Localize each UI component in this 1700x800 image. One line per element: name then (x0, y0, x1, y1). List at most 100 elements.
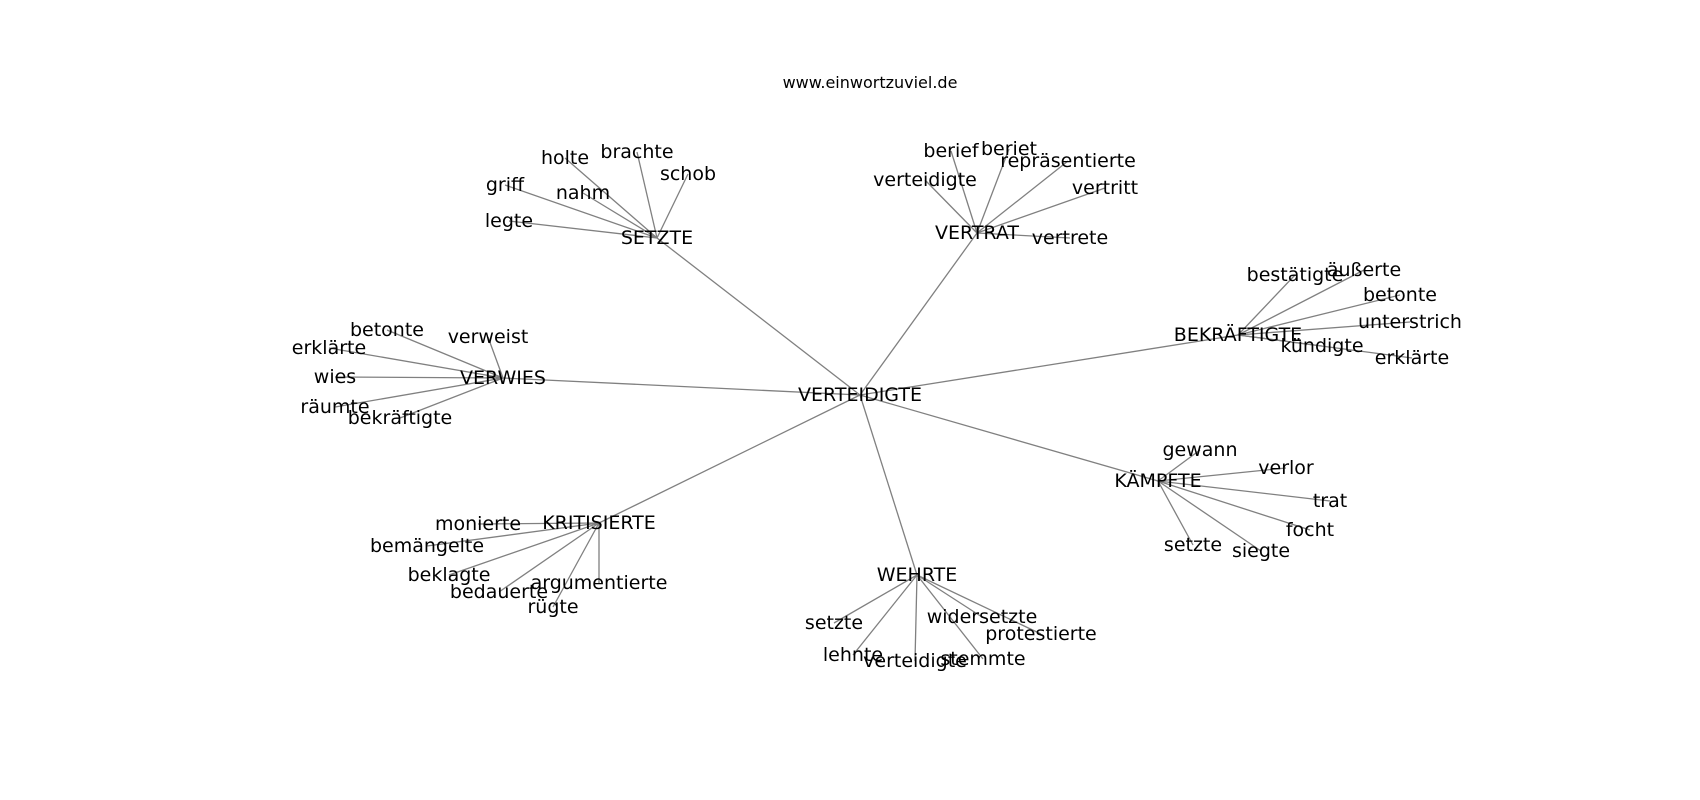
edge-hub-to-leaf (498, 522, 600, 593)
edge-hub-to-leaf (976, 148, 1010, 234)
leaf-node-label: focht (1286, 519, 1334, 541)
edge-hub-to-leaf (916, 574, 984, 660)
leaf-node-label: monierte (435, 513, 521, 535)
edge-hub-to-leaf (504, 184, 658, 239)
edge-hub-to-leaf (916, 574, 983, 618)
edge-hub-to-leaf (636, 151, 658, 239)
leaf-node-label: argumentierte (531, 572, 668, 594)
leaf-node-label: vertritt (1072, 177, 1138, 199)
leaf-node-label: repräsentierte (1000, 150, 1136, 172)
leaf-node-label: legte (485, 210, 533, 232)
edge-hub-to-leaf (833, 574, 918, 624)
leaf-node-label: rügte (527, 596, 578, 618)
leaf-node-label: protestierte (985, 623, 1097, 645)
edge-hub-to-leaf (1157, 480, 1262, 552)
edge-hub-to-leaf (477, 522, 600, 525)
leaf-node-label: griff (486, 174, 525, 196)
leaf-node-label: siegte (1232, 540, 1290, 562)
edge-hub-to-leaf (914, 574, 918, 662)
leaf-node-label: bemängelte (370, 535, 484, 557)
edge-hub-to-leaf (552, 522, 600, 608)
edge-center-to-hub (859, 232, 978, 396)
leaf-node-label: gewann (1162, 439, 1237, 461)
edge-hub-to-leaf (1157, 480, 1331, 502)
edge-hub-to-leaf (564, 157, 658, 239)
leaf-node-label: wies (314, 366, 356, 388)
leaf-node-label: beklagte (408, 564, 491, 586)
leaf-node-label: holte (541, 147, 589, 169)
edge-hub-to-leaf (399, 377, 504, 419)
hub-node-label: BEKRÄFTIGTE (1174, 323, 1302, 346)
edge-hub-to-leaf (976, 232, 1071, 239)
edge-center-to-hub (859, 334, 1239, 396)
edge-hub-to-leaf (508, 220, 658, 239)
edge-hub-to-leaf (916, 574, 1042, 635)
leaf-node-label: räumte (300, 396, 369, 418)
leaf-node-label: setzte (1164, 534, 1222, 556)
leaf-node-label: erklärte (292, 337, 366, 359)
hub-node-label: VERWIES (460, 367, 546, 389)
leaf-node-label: nahm (556, 182, 610, 204)
edge-hub-to-leaf (386, 329, 504, 379)
leaf-node-label: erklärte (1375, 347, 1449, 369)
leaf-node-label: beriet (981, 138, 1037, 160)
leaf-node-label: bedauerte (450, 581, 548, 603)
leaf-node-label: stemmte (940, 648, 1025, 670)
edges (328, 148, 1413, 662)
hub-node-label: VERTRAT (935, 222, 1019, 244)
leaf-node-label: berief (923, 140, 980, 162)
edge-hub-to-leaf (328, 347, 504, 379)
leaf-node-label: bekräftigte (348, 407, 453, 429)
edge-hub-to-leaf (924, 179, 978, 234)
edge-hub-to-leaf (1237, 269, 1365, 336)
hub-node-label: KRITISIERTE (542, 512, 656, 534)
leaf-node-label: schob (660, 163, 716, 185)
leaf-node-label: verlor (1258, 457, 1314, 479)
edge-hub-to-leaf (656, 173, 689, 239)
edge-hub-to-leaf (448, 522, 600, 576)
leaf-node-label: widersetzte (927, 606, 1038, 628)
edge-hub-to-leaf (334, 376, 504, 379)
edge-hub-to-leaf (334, 377, 504, 408)
leaf-node-label: bestätigte (1247, 264, 1344, 286)
leaf-node-label: brachte (600, 141, 673, 163)
leaf-node-label: verteidigte (863, 650, 967, 672)
leaf-node-label: lehnte (823, 644, 883, 666)
hub-node-label: SETZTE (621, 227, 693, 249)
edge-hub-to-leaf (1237, 274, 1296, 336)
edge-center-to-hub (502, 377, 861, 396)
leaf-node-label: äußerte (1327, 259, 1401, 281)
edge-hub-to-leaf (1157, 449, 1201, 482)
edge-hub-to-leaf (976, 160, 1069, 234)
leaf-node-label: unterstrich (1358, 311, 1462, 333)
leaf-node-label: verteidigte (873, 169, 977, 191)
hub-node-label: KÄMPFTE (1114, 469, 1201, 492)
edge-center-to-hub (859, 394, 1159, 482)
leaf-node-label: setzte (805, 612, 863, 634)
edge-hub-to-leaf (976, 187, 1106, 234)
leaf-node-label: verweist (448, 326, 529, 348)
hub-node-label: WEHRTE (877, 564, 958, 586)
leaf-node-label: betonte (350, 319, 424, 341)
edge-hub-to-leaf (426, 522, 600, 547)
source-url: www.einwortzuviel.de (783, 73, 958, 92)
edge-hub-to-leaf (1157, 467, 1287, 482)
edge-hub-to-leaf (487, 336, 504, 379)
leaf-node-label: trat (1313, 490, 1347, 512)
edge-hub-to-leaf (1157, 480, 1311, 531)
leaf-node-label: betonte (1363, 284, 1437, 306)
center-node-label: VERTEIDIGTE (798, 384, 922, 406)
edge-hub-to-leaf (950, 150, 978, 234)
edge-center-to-hub (859, 394, 918, 576)
edge-hub-to-leaf (1157, 480, 1194, 546)
leaf-node-label: vertrete (1032, 227, 1108, 249)
edge-hub-to-leaf (582, 192, 658, 239)
edge-hub-to-leaf (1237, 294, 1401, 336)
leaf-node-label: kündigte (1280, 335, 1363, 357)
edge-center-to-hub (656, 237, 861, 396)
edge-hub-to-leaf (1237, 334, 1413, 359)
edge-hub-to-leaf (852, 574, 918, 656)
edge-hub-to-leaf (1237, 321, 1411, 336)
